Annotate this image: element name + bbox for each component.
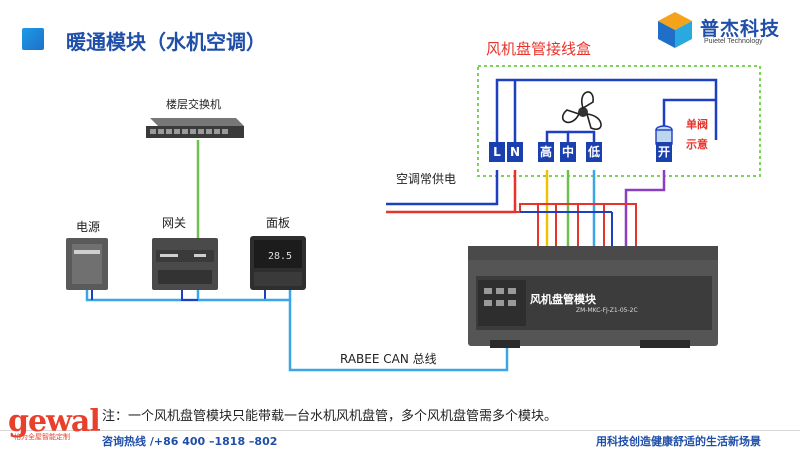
logo-cube-icon (658, 12, 692, 48)
power-supply-device (66, 238, 108, 290)
power-supply-label: 电源 (76, 220, 101, 234)
terminal-l: L (489, 142, 505, 162)
switch-label: 楼层交换机 (166, 98, 221, 111)
fcu-box-title: 风机盘管接线盒 (486, 40, 592, 58)
gateway-device (152, 238, 218, 290)
fcu-module-device (468, 246, 718, 348)
thermostat-panel-device: 28.5 (250, 236, 306, 290)
company-logo: 普杰科技 Puietel Technology (656, 8, 786, 54)
terminal-n: N (507, 142, 523, 162)
footnote: 注：一个风机盘管模块只能带载一台水机风机盘管，多个风机盘管需多个模块。 (102, 409, 558, 424)
footer-slogan: 用科技创造健康舒适的生活新场景 (596, 435, 761, 448)
title-marker-icon (22, 28, 44, 50)
fcu-junction-box (477, 65, 761, 177)
terminal-open: 开 (656, 142, 672, 162)
terminal-mid: 中 (560, 142, 576, 162)
terminal-high: 高 (538, 142, 554, 162)
valve-label-2: 示意 (686, 138, 708, 151)
logo-subtitle: Puietel Technology (704, 38, 763, 45)
svg-text:28.5: 28.5 (268, 251, 292, 262)
can-bus-label: RABEE CAN 总线 (340, 352, 437, 366)
footer-divider (0, 430, 800, 451)
hotline-text: 咨询热线 /+86 400 –1818 –802 (102, 435, 278, 448)
logo-brand: 普杰科技 (700, 18, 781, 40)
gewal-logo: gewal (8, 404, 101, 439)
floor-switch-device (146, 118, 244, 138)
ac-power-label: 空调常供电 (396, 172, 457, 186)
terminal-low: 低 (586, 142, 602, 162)
gateway-label: 网关 (162, 216, 187, 230)
valve-label-1: 单阀 (686, 118, 708, 131)
module-model: ZM-MKC-FJ-Z1-05-2C (576, 307, 638, 314)
panel-label: 面板 (266, 216, 291, 230)
fan-icon (561, 91, 602, 130)
module-name: 风机盘管模块 (530, 293, 596, 306)
gewal-tagline: 格为全屋智能定制 (14, 433, 70, 441)
page-title: 暖通模块（水机空调） (66, 30, 266, 54)
